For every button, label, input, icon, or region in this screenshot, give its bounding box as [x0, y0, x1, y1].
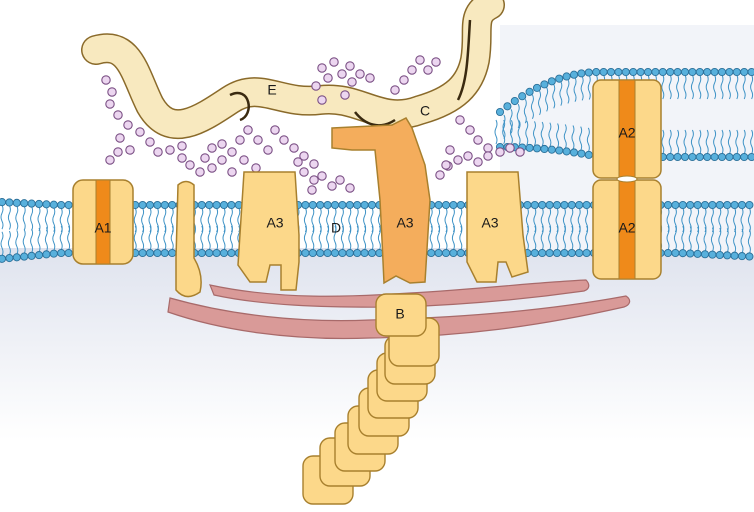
label-a3-right: A3: [481, 215, 498, 231]
protein-chain-b: [302, 293, 440, 505]
protein-a3-center: [331, 117, 431, 285]
label-d: D: [331, 220, 341, 236]
glycan-chains: [101, 55, 525, 195]
a2-junction: [616, 175, 638, 183]
protein-a2-lower: [592, 179, 662, 280]
single-pass-protein: [175, 180, 202, 298]
protein-a1: [72, 179, 134, 265]
label-b: B: [395, 306, 404, 322]
label-a2-lower: A2: [618, 220, 635, 236]
cytoskeletal-fibers: [167, 279, 631, 340]
protein-a3-left: [237, 171, 300, 291]
label-a3-left: A3: [266, 215, 283, 231]
label-a1: A1: [94, 220, 111, 236]
protein-a2-upper: [592, 79, 662, 179]
protein-a3-right: [466, 171, 529, 283]
label-c: C: [420, 103, 430, 119]
label-a3-center: A3: [396, 215, 413, 231]
label-e: E: [267, 82, 276, 98]
label-a2-upper: A2: [618, 125, 635, 141]
matrix-fiber: [81, 0, 505, 140]
